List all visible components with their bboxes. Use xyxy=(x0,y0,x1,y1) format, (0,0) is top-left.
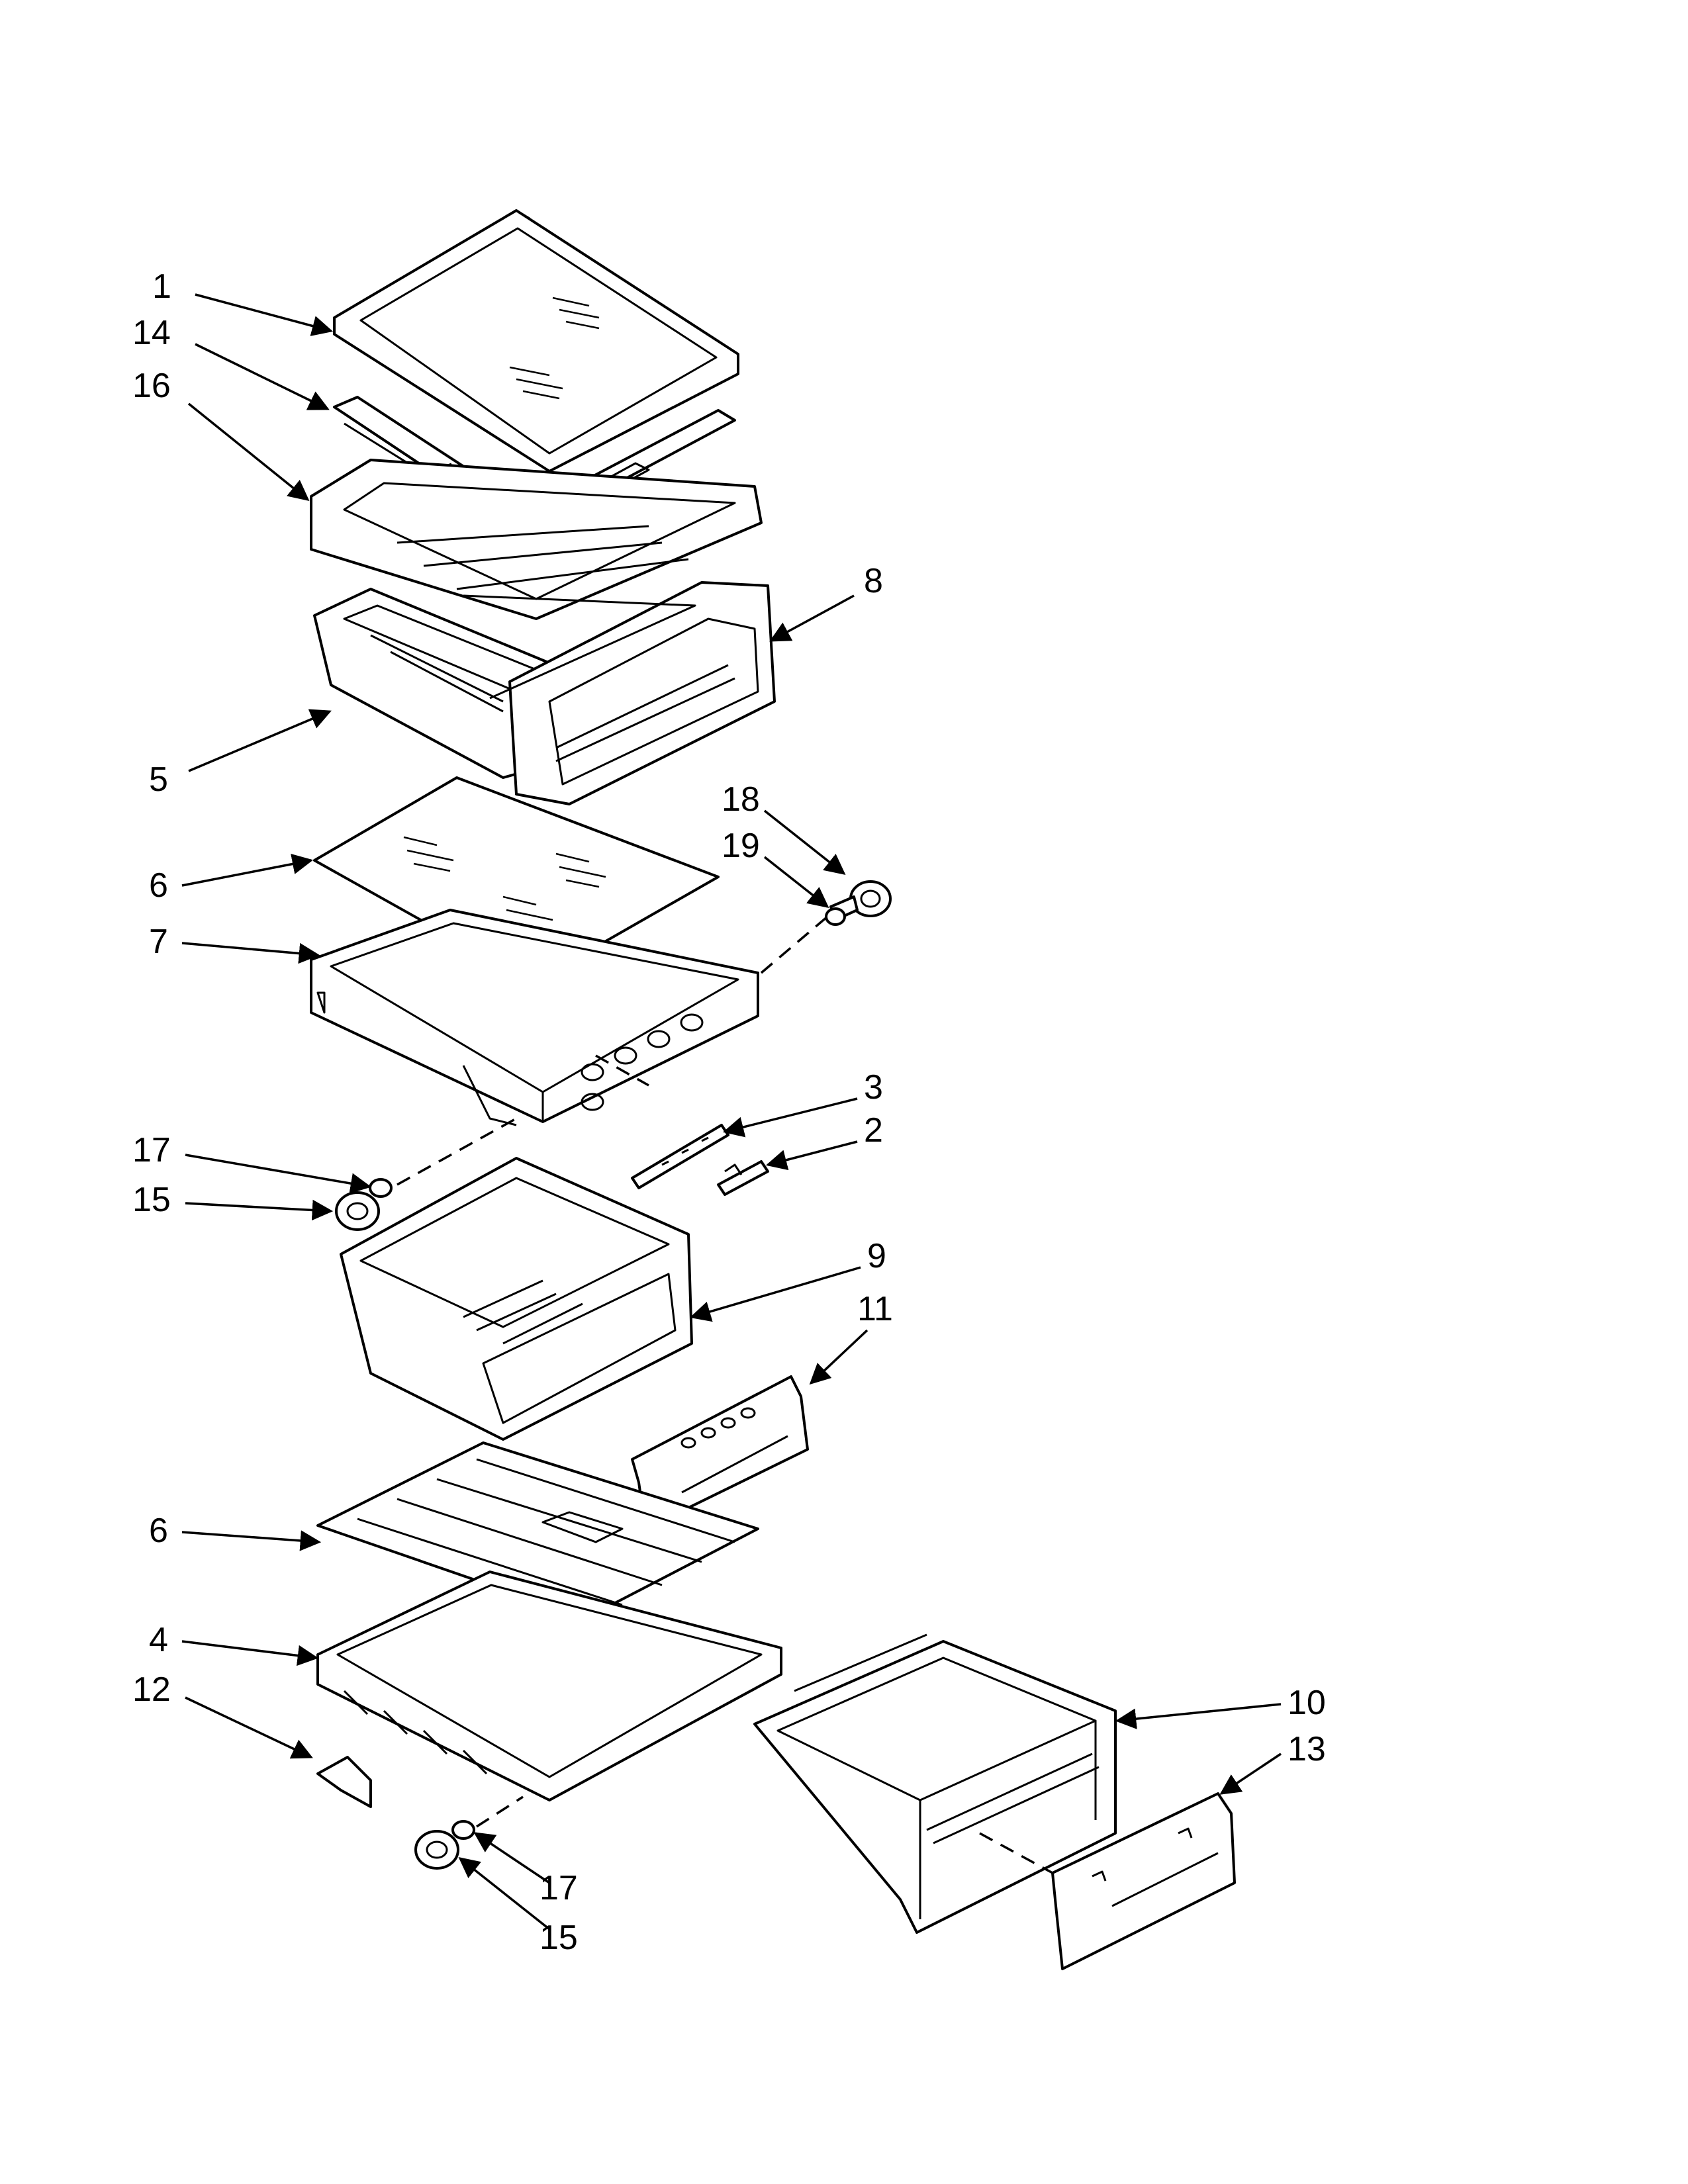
part-13-drawer-front xyxy=(1051,1792,1236,1970)
callout-13: 13 xyxy=(1288,1730,1326,1768)
part-12-clip xyxy=(316,1756,372,1808)
leader-lines xyxy=(181,293,1282,1931)
assembly-lines xyxy=(397,915,1053,1874)
callout-3: 3 xyxy=(864,1068,883,1107)
callout-15-lower: 15 xyxy=(539,1919,578,1957)
callout-8: 8 xyxy=(864,562,883,600)
callout-4: 4 xyxy=(149,1621,168,1659)
callout-5: 5 xyxy=(149,760,168,799)
callout-14: 14 xyxy=(132,314,171,352)
callout-17-upper: 17 xyxy=(132,1131,171,1169)
callout-9: 9 xyxy=(867,1237,886,1275)
callout-7: 7 xyxy=(149,923,168,961)
callout-2: 2 xyxy=(864,1111,883,1150)
part-15-roller-upper xyxy=(335,1191,380,1231)
part-4-lower-shelf-frame xyxy=(316,1570,782,1801)
callout-10: 10 xyxy=(1288,1684,1326,1722)
callout-17-lower: 17 xyxy=(539,1869,578,1907)
part-15-roller-lower xyxy=(414,1830,459,1870)
callout-15-upper: 15 xyxy=(132,1181,171,1219)
part-19-screw xyxy=(825,895,859,926)
callout-12: 12 xyxy=(132,1670,171,1709)
callout-19: 19 xyxy=(722,827,760,865)
part-11-drawer-front xyxy=(631,1375,809,1530)
part-8-upper-drawer-frame xyxy=(463,581,776,805)
part-17-screw-upper xyxy=(369,1178,393,1198)
callout-6-lower: 6 xyxy=(149,1512,168,1550)
part-16-crisper-cover-frame xyxy=(310,459,763,620)
part-9-crisper-pan xyxy=(340,1157,693,1441)
part-2-slide-bracket xyxy=(717,1160,769,1196)
callout-labels: 1 14 16 8 5 18 19 6 7 3 2 17 15 9 11 6 4… xyxy=(132,267,1326,1957)
callout-16: 16 xyxy=(132,367,171,405)
part-1-top-glass-shelf xyxy=(333,209,739,473)
callout-11: 11 xyxy=(857,1290,893,1328)
glass-reflection-marks xyxy=(509,296,600,400)
callout-18: 18 xyxy=(722,780,760,819)
frame-vents xyxy=(581,1013,704,1111)
callout-1: 1 xyxy=(152,267,171,306)
part-7-upper-shelf-frame xyxy=(310,909,759,1126)
part-3-slide-rail xyxy=(631,1124,729,1189)
callout-6-upper: 6 xyxy=(149,866,168,905)
part-10-crisper-pan-large xyxy=(753,1633,1117,1934)
front-buttons xyxy=(680,1407,756,1449)
part-17-screw-lower xyxy=(451,1820,475,1840)
